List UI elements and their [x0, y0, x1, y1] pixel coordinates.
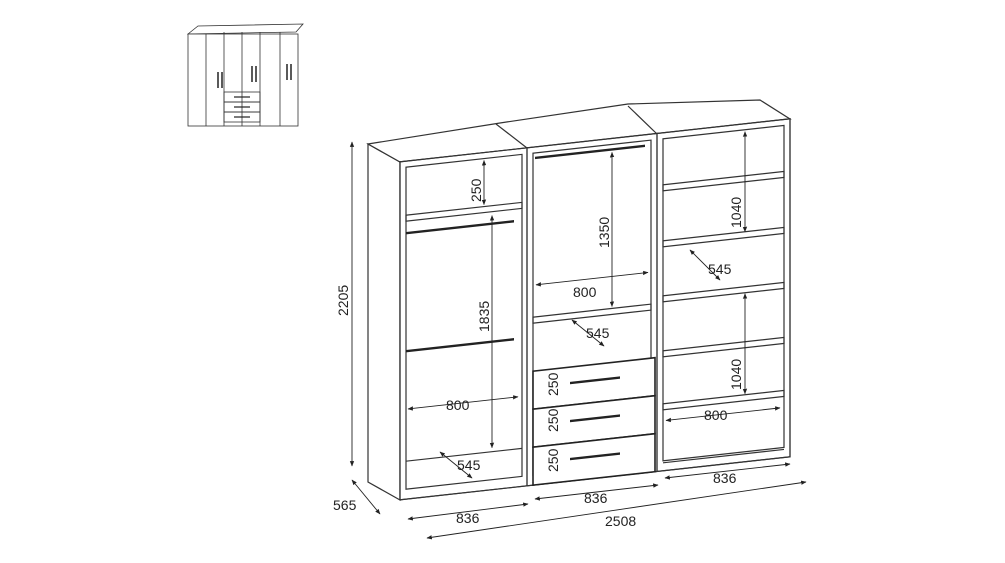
left-inner-depth-label: 545	[457, 457, 481, 473]
middle-inner-depth-label: 545	[586, 325, 610, 341]
total-width-label: 2508	[605, 513, 636, 529]
right-lower-section-label: 1040	[728, 359, 744, 390]
left-hanging-label: 1835	[476, 301, 492, 332]
left-inner-width-label: 800	[446, 397, 470, 413]
drawer-3	[532, 432, 656, 487]
wardrobe-side-panel	[367, 142, 401, 502]
left-rail-top	[406, 220, 514, 235]
drawer-1-height-label: 250	[545, 372, 561, 396]
middle-rail	[535, 144, 645, 160]
left-shelf	[405, 201, 523, 222]
right-upper-section-label: 1040	[728, 197, 744, 228]
overall-depth-label: 565	[333, 497, 357, 513]
left-rail-bottom	[406, 338, 514, 353]
right-width-label: 836	[713, 470, 737, 486]
right-inner-width-label: 800	[704, 407, 728, 423]
overall-height-label: 2205	[335, 285, 351, 316]
right-inner-depth-label: 545	[708, 261, 732, 277]
middle-inner-width-label: 800	[573, 284, 597, 300]
middle-hanging-label: 1350	[596, 217, 612, 248]
left-top-gap-label: 250	[468, 178, 484, 202]
left-width-label: 836	[456, 510, 480, 526]
drawer-2-height-label: 250	[545, 408, 561, 432]
wardrobe-thumbnail	[186, 23, 304, 127]
middle-width-label: 836	[584, 490, 608, 506]
wardrobe-front	[399, 118, 791, 501]
drawer-3-height-label: 250	[545, 448, 561, 472]
